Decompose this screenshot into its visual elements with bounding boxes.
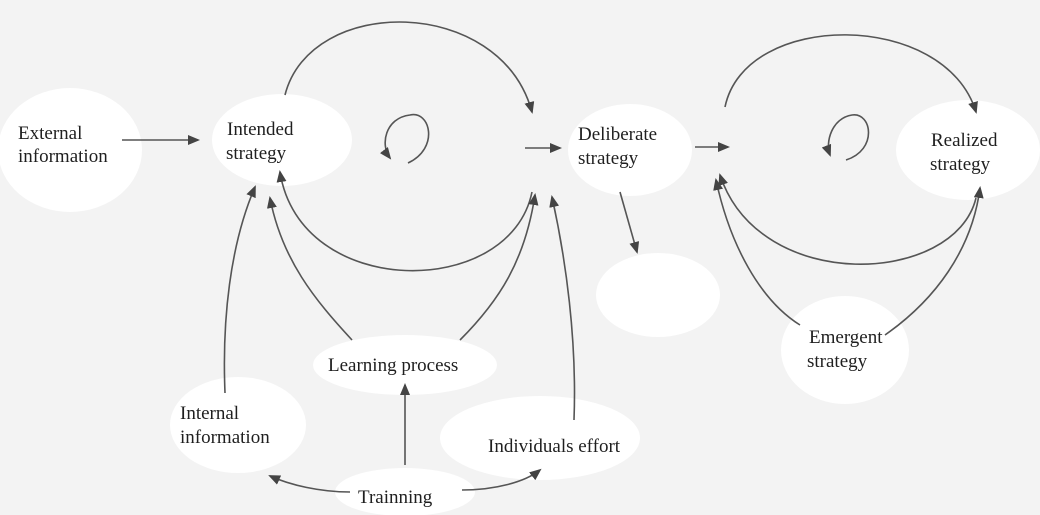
self-loop-right (821, 114, 870, 161)
deliberate-strategy-line2: strategy (578, 148, 639, 169)
arrows (122, 21, 984, 493)
arc-top-left-cycle (284, 21, 535, 114)
arc-bottom-left-cycle (276, 170, 533, 272)
trainning-bg (335, 468, 475, 515)
external-information-line2: information (18, 146, 108, 167)
realized-strategy-line2: strategy (930, 154, 991, 175)
individuals-effort-label: Individuals effort (488, 436, 621, 457)
learning-process-bg (313, 335, 497, 395)
arrow-training-to-effort (461, 468, 542, 491)
self-loop-left (379, 113, 430, 164)
arrow-learning-to-deliberate (459, 193, 539, 341)
arrow-emergent-to-left (713, 178, 801, 326)
arrow-emergent-to-realized (884, 186, 984, 336)
intended-strategy-line2: strategy (226, 143, 287, 164)
deliberate-strategy-bg (568, 104, 692, 196)
external-information-bg (0, 88, 142, 212)
intended-strategy-line1: Intended (227, 119, 294, 140)
emergent-strategy-bg (781, 296, 909, 404)
deliberate-strategy-line1: Deliberate (578, 124, 657, 145)
arrow-deliberate-down (619, 191, 640, 254)
arrow-effort-to-deliberate (549, 195, 576, 421)
realized-strategy-line1: Realized (931, 130, 998, 151)
individuals-effort-bg (440, 396, 640, 480)
node-backgrounds (0, 88, 1040, 515)
unnamed-node-bg (596, 253, 720, 337)
internal-information-bg (170, 377, 306, 473)
external-information-line1: External (18, 123, 82, 144)
trainning-label: Trainning (358, 487, 433, 508)
arrow-internal-to-intended (223, 185, 256, 394)
arrow-learning-to-intended (266, 196, 353, 341)
internal-information-line1: Internal (180, 403, 239, 424)
intended-strategy-bg (212, 94, 352, 186)
learning-process-label: Learning process (328, 355, 458, 376)
emergent-strategy-line1: Emergent (809, 327, 883, 348)
arc-top-right-cycle (724, 34, 978, 114)
labels: External information Intended strategy D… (18, 119, 998, 508)
arc-bottom-right-cycle (718, 173, 977, 265)
arrow-training-to-internal (268, 475, 351, 493)
internal-information-line2: information (180, 427, 270, 448)
realized-strategy-bg (896, 100, 1040, 200)
emergent-strategy-line2: strategy (807, 351, 868, 372)
